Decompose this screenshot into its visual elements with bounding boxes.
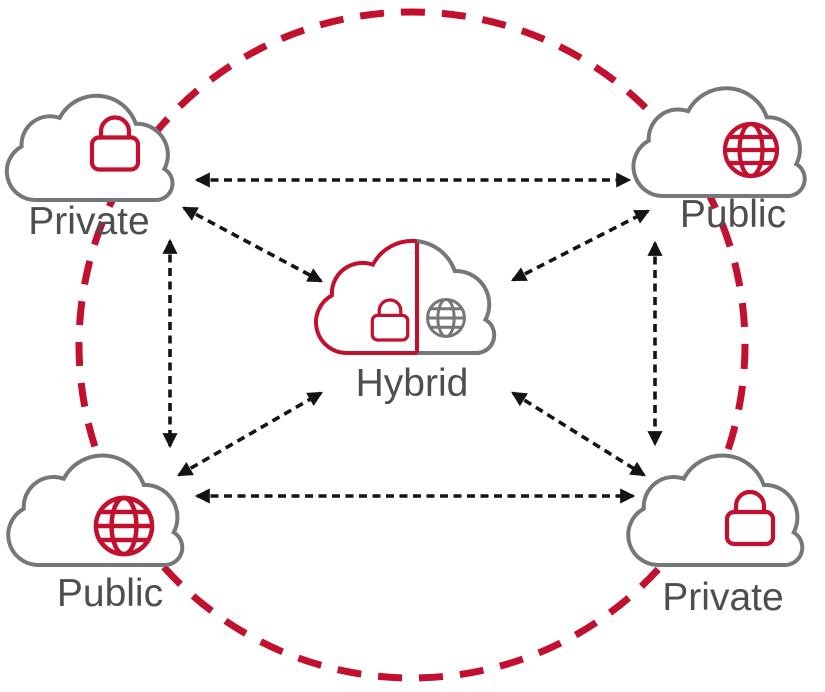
arrow-center-topright (510, 209, 651, 282)
label-private-bottom-right: Private (662, 576, 783, 619)
cloud-icon (633, 88, 804, 196)
label-private-top-left: Private (28, 200, 149, 243)
node-private-top-left: Private (7, 96, 173, 243)
arrow-center-bottomright (511, 391, 646, 477)
cloud-icon (628, 455, 802, 565)
node-public-bottom-left: Public (8, 455, 182, 615)
node-public-top-right: Public (633, 88, 804, 236)
cloud-icon (7, 96, 173, 200)
label-public-top-right: Public (680, 193, 786, 236)
connection-arrows (162, 172, 663, 504)
label-hybrid-center: Hybrid (356, 362, 469, 405)
arrow-topleft-center (181, 206, 324, 283)
node-hybrid-center: Hybrid (316, 241, 494, 405)
arrow-bottomleft-center (177, 391, 323, 477)
node-private-bottom-right: Private (628, 455, 802, 619)
label-public-bottom-left: Public (57, 572, 163, 615)
cloud-ring (75, 8, 749, 682)
cloud-icon (8, 455, 182, 565)
